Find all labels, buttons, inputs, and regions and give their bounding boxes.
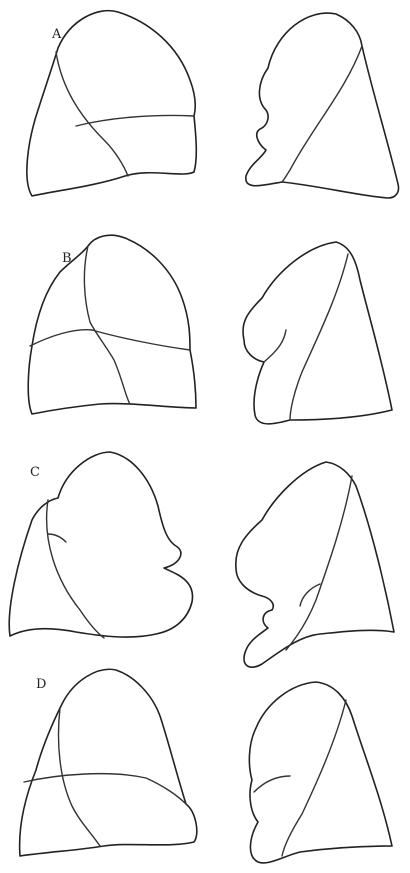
- panel-d: D: [20, 669, 392, 863]
- fissure: [282, 700, 346, 856]
- fissure: [30, 330, 92, 346]
- horizontal-fissure: [76, 115, 194, 126]
- oblique-fissure: [56, 52, 128, 176]
- panel-label: C: [30, 465, 40, 480]
- right-lung-outline: [246, 13, 399, 198]
- right-lung-outline: [243, 242, 392, 424]
- panel-label: A: [51, 27, 62, 42]
- oblique-fissure: [59, 708, 101, 846]
- fissure: [286, 476, 352, 650]
- fissure: [254, 776, 290, 792]
- fissure: [92, 330, 190, 350]
- fissure: [84, 246, 130, 404]
- panel-c: C: [9, 452, 394, 667]
- panel-a: A: [27, 11, 399, 198]
- fissure: [290, 254, 348, 420]
- panel-b: B: [28, 235, 392, 424]
- fissure: [300, 584, 320, 606]
- fissure: [48, 534, 66, 542]
- left-lung-outline: [20, 669, 197, 856]
- fissure: [47, 500, 104, 638]
- fissure: [264, 330, 286, 362]
- fissure: [282, 46, 362, 182]
- horizontal-fissure: [24, 774, 186, 804]
- right-lung-outline: [236, 462, 394, 667]
- panel-label: D: [36, 677, 46, 692]
- left-lung-outline: [28, 235, 196, 414]
